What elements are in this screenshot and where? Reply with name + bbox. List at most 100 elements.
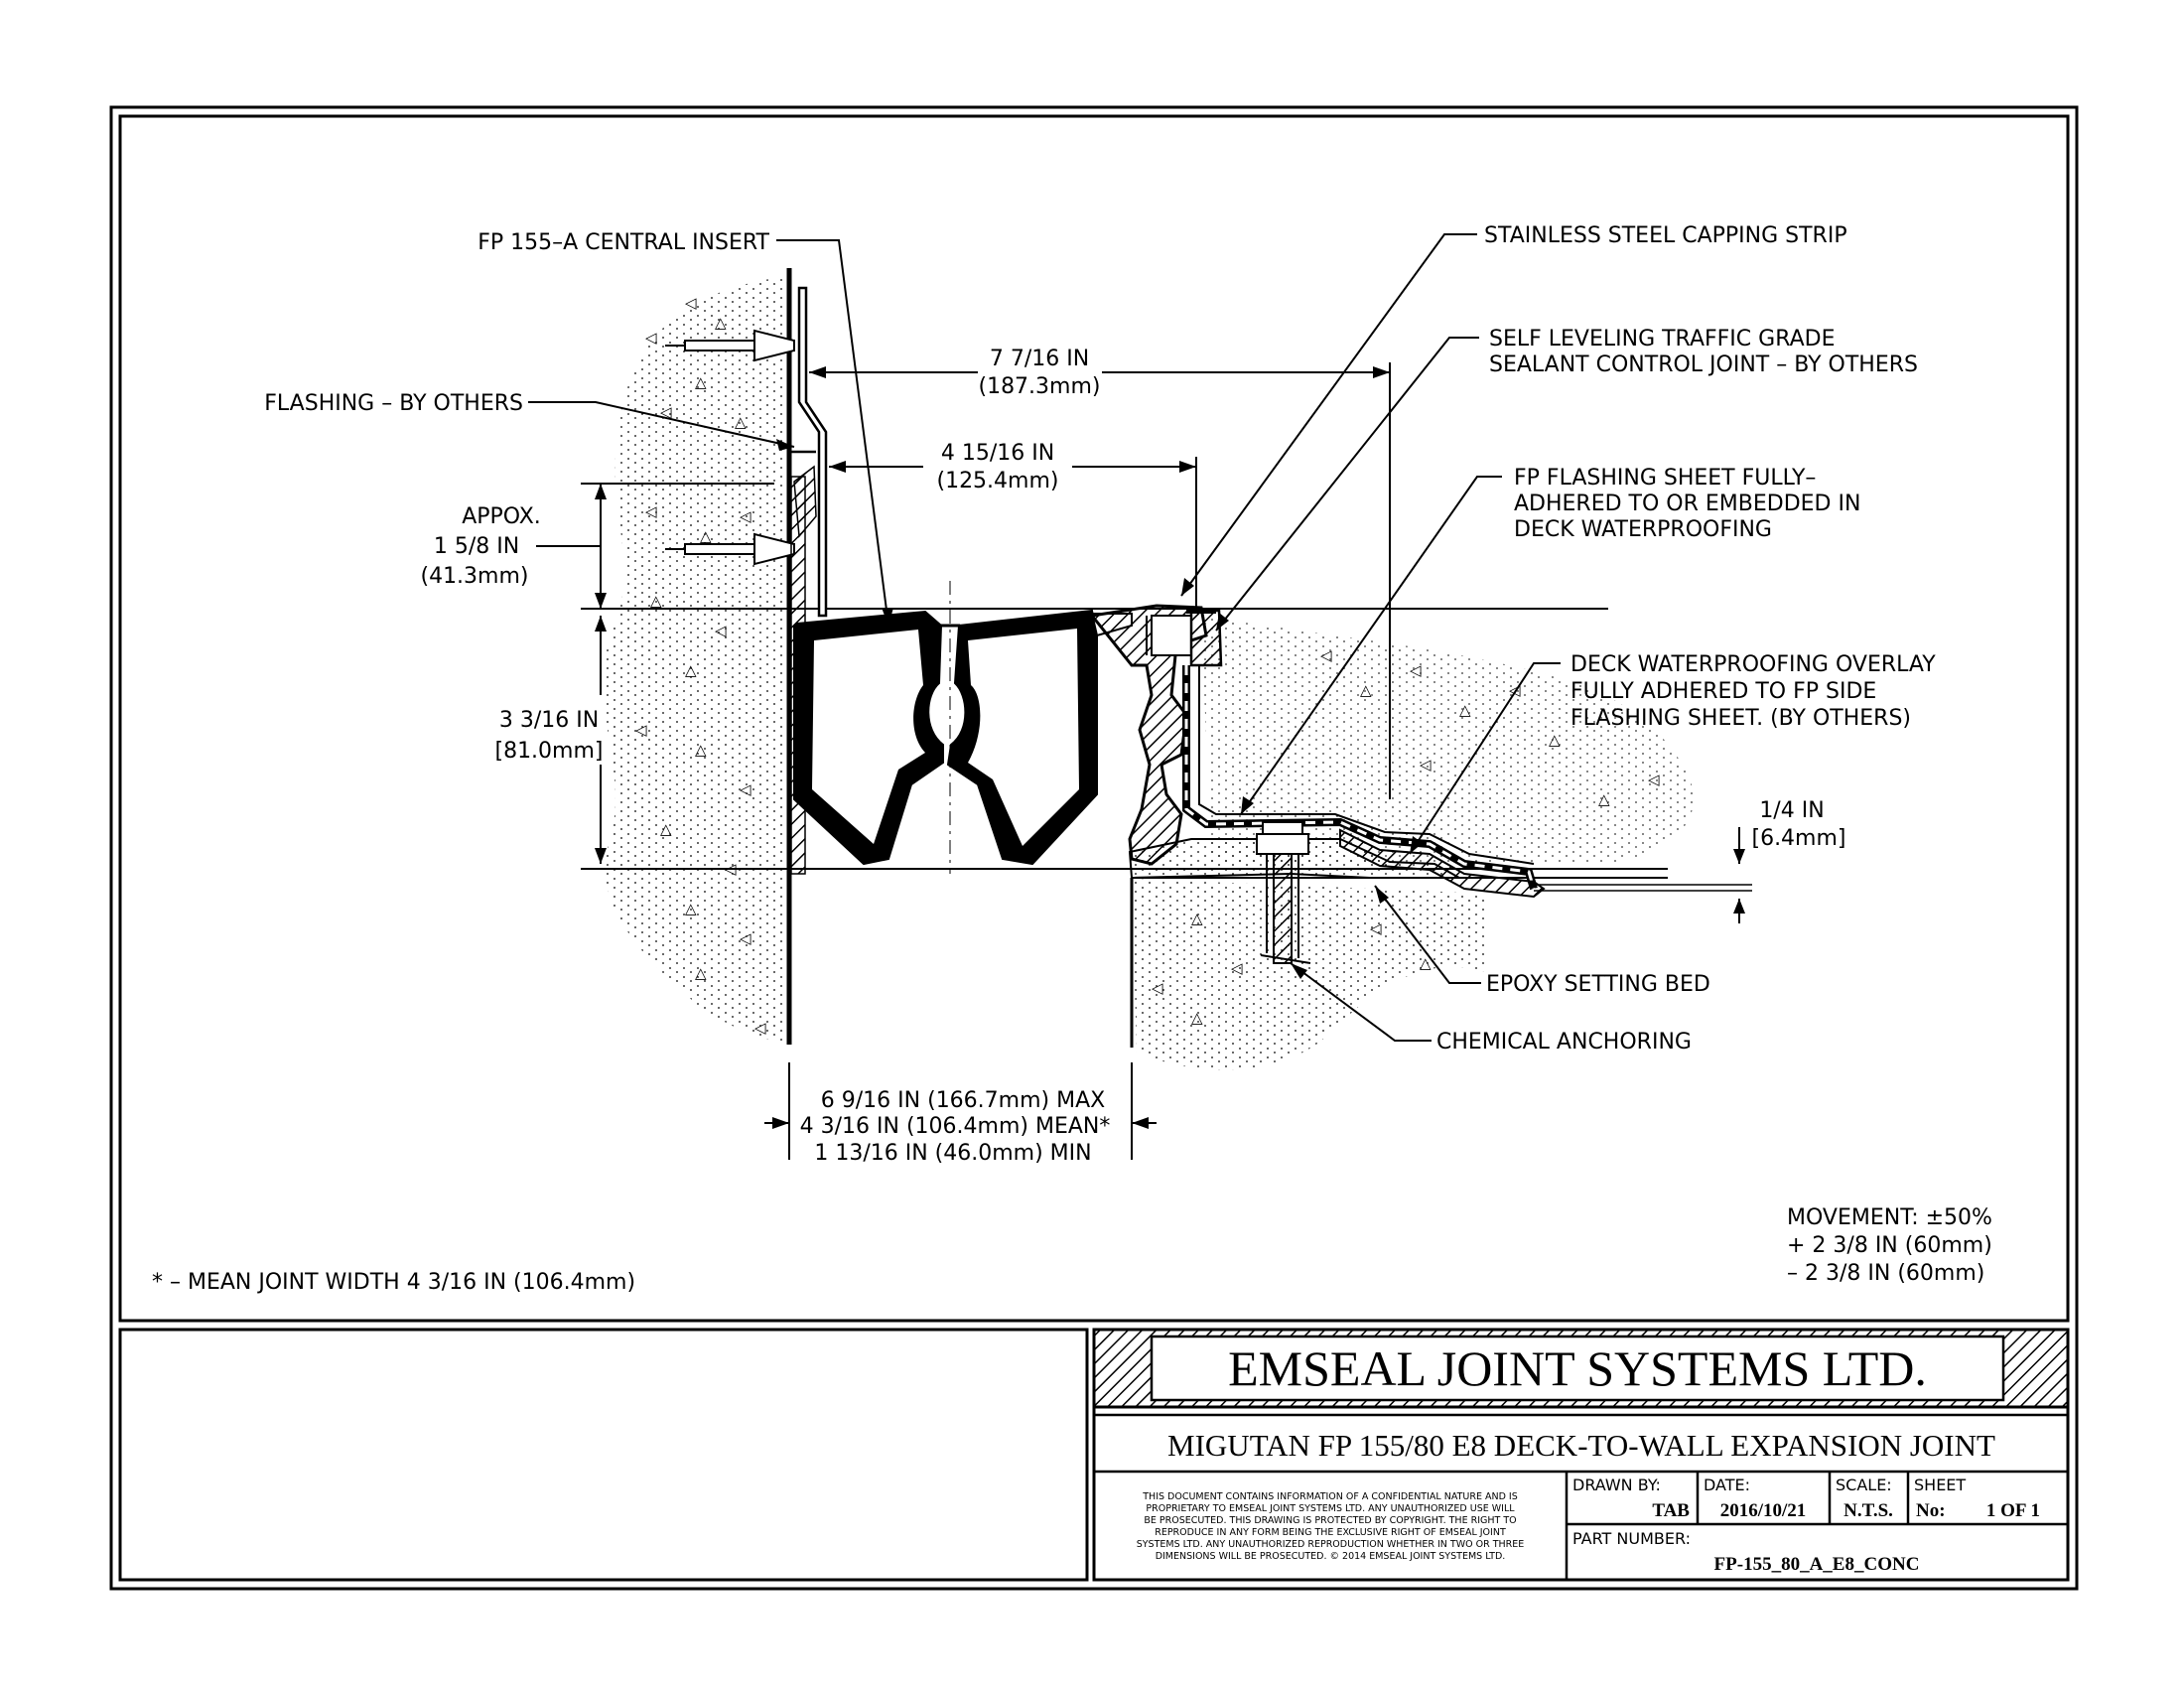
svg-text:◁: ◁ <box>740 507 751 525</box>
scale-label: SCALE: <box>1836 1476 1892 1494</box>
svg-text:◁: ◁ <box>685 294 697 312</box>
label-central-insert: FP 155–A CENTRAL INSERT <box>478 230 769 255</box>
svg-text:△: △ <box>685 661 697 679</box>
central-insert-profile <box>793 581 1133 874</box>
svg-text:△: △ <box>1598 790 1610 808</box>
label-flashing: FLASHING – BY OTHERS <box>264 391 523 416</box>
svg-text:△: △ <box>650 592 662 610</box>
label-width-max: 6 9/16 IN (166.7mm) MAX <box>821 1088 1105 1113</box>
svg-text:REPRODUCE IN ANY FORM BEING TH: REPRODUCE IN ANY FORM BEING THE EXCLUSIV… <box>1155 1527 1506 1538</box>
label-dim-4-1: 4 15/16 IN <box>941 441 1054 466</box>
svg-text:◁: ◁ <box>1509 681 1521 699</box>
label-anchoring: CHEMICAL ANCHORING <box>1436 1030 1692 1055</box>
svg-text:THIS DOCUMENT CONTAINS INFORMA: THIS DOCUMENT CONTAINS INFORMATION OF A … <box>1142 1491 1518 1502</box>
label-width-min: 1 13/16 IN (46.0mm) MIN <box>814 1141 1091 1166</box>
svg-text:△: △ <box>1191 910 1203 927</box>
label-overlay-2: FULLY ADHERED TO FP SIDE <box>1570 679 1876 704</box>
label-dim-7-2: (187.3mm) <box>978 374 1100 399</box>
svg-text:◁: ◁ <box>715 622 727 639</box>
fp-membrane-layer <box>1198 665 1535 865</box>
svg-text:△: △ <box>660 820 672 838</box>
svg-text:△: △ <box>735 413 747 431</box>
svg-text:DIMENSIONS WILL BE PROSECUTED.: DIMENSIONS WILL BE PROSECUTED. © 2014 EM… <box>1156 1551 1506 1562</box>
svg-text:△: △ <box>1191 1009 1203 1027</box>
date-label: DATE: <box>1704 1476 1750 1494</box>
label-fp-sheet-1: FP FLASHING SHEET FULLY– <box>1514 466 1816 491</box>
sheet-label: SHEET <box>1914 1476 1966 1494</box>
company-name: EMSEAL JOINT SYSTEMS LTD. <box>1228 1340 1927 1396</box>
deck-aggregate: ◁△◁ △◁△ ◁△◁ △◁△ ◁△◁ <box>1152 646 1660 1027</box>
date-value: 2016/10/21 <box>1720 1500 1807 1521</box>
footnote: * – MEAN JOINT WIDTH 4 3/16 IN (106.4mm) <box>152 1270 635 1295</box>
label-epoxy: EPOXY SETTING BED <box>1486 972 1710 997</box>
svg-text:△: △ <box>1459 701 1471 719</box>
inner-border <box>118 114 2070 1323</box>
dimension-arrows <box>595 366 1745 1129</box>
sheet-no-label: No: <box>1916 1500 1946 1521</box>
svg-text:△: △ <box>695 741 707 759</box>
drawn-by-label: DRAWN BY: <box>1572 1476 1661 1494</box>
label-fp-sheet-3: DECK WATERPROOFING <box>1514 517 1772 542</box>
svg-text:◁: ◁ <box>1231 959 1243 977</box>
label-movement-1: MOVEMENT: ±50% <box>1787 1205 1992 1230</box>
svg-text:PROPRIETARY TO EMSEAL JOINT SY: PROPRIETARY TO EMSEAL JOINT SYSTEMS LTD.… <box>1146 1503 1515 1514</box>
svg-text:◁: ◁ <box>1410 661 1422 679</box>
svg-text:△: △ <box>695 373 707 391</box>
label-overlay-1: DECK WATERPROOFING OVERLAY <box>1570 652 1936 677</box>
svg-text:△: △ <box>1420 954 1432 972</box>
section-detail: ◁△◁ △◁△ ◁△◁ △◁△ ◁△◁ △◁△ ◁△◁ ◁△◁ △◁△ ◁△◁ … <box>152 223 1992 1295</box>
scale-value: N.T.S. <box>1843 1500 1893 1521</box>
callout-labels: FP 155–A CENTRAL INSERT FLASHING – BY OT… <box>152 223 1992 1295</box>
sealant-joint <box>1189 609 1223 667</box>
label-sealant-1: SELF LEVELING TRAFFIC GRADE <box>1489 327 1836 352</box>
disclaimer: THIS DOCUMENT CONTAINS INFORMATION OF A … <box>1137 1491 1525 1562</box>
leaders <box>528 233 1561 1042</box>
svg-text:◁: ◁ <box>1648 771 1660 788</box>
svg-text:◁: ◁ <box>645 329 657 347</box>
part-number-label: PART NUMBER: <box>1572 1529 1691 1548</box>
label-depth-2: [81.0mm] <box>494 739 603 764</box>
wall-flashing <box>797 286 828 618</box>
svg-text:△: △ <box>715 314 727 332</box>
label-movement-3: – 2 3/8 IN (60mm) <box>1787 1261 1984 1286</box>
label-approx-3: (41.3mm) <box>420 564 528 589</box>
label-depth-1: 3 3/16 IN <box>499 708 599 733</box>
svg-text:△: △ <box>1549 731 1561 749</box>
label-dim-4-2: (125.4mm) <box>936 469 1058 493</box>
label-fp-sheet-2: ADHERED TO OR EMBEDDED IN <box>1514 492 1860 516</box>
svg-text:△: △ <box>700 527 712 545</box>
part-number-value: FP-155_80_A_E8_CONC <box>1714 1554 1920 1575</box>
dimensions <box>536 362 1740 1160</box>
aggregate-marks: ◁△◁ △◁△ ◁△◁ △◁△ ◁△◁ △◁△ ◁△◁ <box>635 294 766 1037</box>
label-approx-2: 1 5/8 IN <box>434 534 519 559</box>
svg-text:◁: ◁ <box>754 1019 766 1037</box>
svg-text:◁: ◁ <box>645 502 657 520</box>
outer-border <box>109 105 2079 1591</box>
svg-text:◁: ◁ <box>1152 979 1163 997</box>
label-sealant-2: SEALANT CONTROL JOINT – BY OTHERS <box>1489 352 1918 377</box>
label-capping: STAINLESS STEEL CAPPING STRIP <box>1484 223 1847 248</box>
drawn-by-value: TAB <box>1652 1500 1690 1521</box>
label-movement-2: + 2 3/8 IN (60mm) <box>1787 1233 1992 1258</box>
title-block: EMSEAL JOINT SYSTEMS LTD. MIGUTAN FP 155… <box>1092 1328 2070 1582</box>
wall-concrete: ◁△◁ △◁△ ◁△◁ △◁△ ◁△◁ △◁△ ◁△◁ <box>603 276 789 1043</box>
svg-text:△: △ <box>1360 681 1372 699</box>
chemical-anchor <box>1256 821 1311 964</box>
drawing-title: MIGUTAN FP 155/80 E8 DECK-TO-WALL EXPANS… <box>1167 1428 1995 1463</box>
svg-text:◁: ◁ <box>1370 919 1382 937</box>
label-overlay-3: FLASHING SHEET. (BY OTHERS) <box>1570 706 1911 731</box>
label-quarter-2: [6.4mm] <box>1751 826 1845 851</box>
svg-text:◁: ◁ <box>635 721 647 739</box>
svg-text:◁: ◁ <box>1320 646 1332 664</box>
label-approx-1: APPOX. <box>462 504 541 529</box>
label-quarter-1: 1/4 IN <box>1759 798 1824 823</box>
svg-text:△: △ <box>685 900 697 917</box>
notes-box <box>118 1328 1089 1582</box>
wall-anchor-1 <box>665 329 795 362</box>
label-dim-7-1: 7 7/16 IN <box>990 347 1089 371</box>
svg-text:△: △ <box>695 964 707 982</box>
sheet-value: 1 OF 1 <box>1986 1500 2040 1521</box>
leader-arrows <box>776 439 1423 979</box>
deck-slab: ◁△◁ △◁△ ◁△◁ △◁△ ◁△◁ <box>1132 616 1695 1070</box>
label-width-mean: 4 3/16 IN (106.4mm) MEAN* <box>800 1114 1111 1139</box>
